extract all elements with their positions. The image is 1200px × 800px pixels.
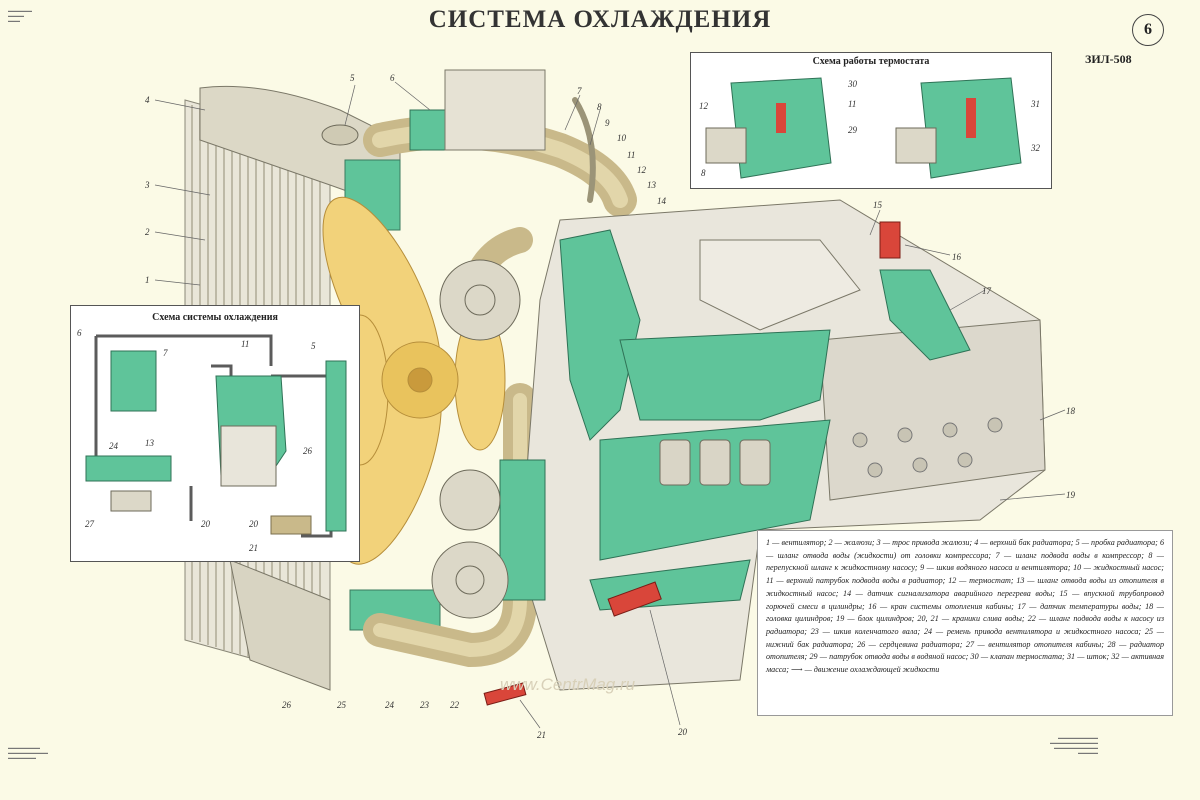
callout-number: 9 bbox=[605, 118, 610, 128]
thermostat-label: 8 bbox=[701, 168, 706, 178]
scheme-label: 13 bbox=[145, 438, 154, 448]
callout-number: 18 bbox=[1066, 406, 1075, 416]
scheme-label: 26 bbox=[303, 446, 312, 456]
leader-lines bbox=[154, 81, 1066, 729]
thermostat-label: 31 bbox=[1031, 99, 1040, 109]
callout-number: 3 bbox=[145, 180, 150, 190]
callout-number: 14 bbox=[657, 196, 666, 206]
callout-number: 5 bbox=[350, 73, 355, 83]
callout-number: 22 bbox=[450, 700, 459, 710]
scheme-label: 20 bbox=[249, 519, 258, 529]
legend-text: 1 — вентилятор; 2 — жалюзи; 3 — трос при… bbox=[757, 530, 1173, 716]
scheme-label: 27 bbox=[85, 519, 94, 529]
callout-number: 24 bbox=[385, 700, 394, 710]
page-number: 6 bbox=[1132, 14, 1164, 46]
callout-number: 26 bbox=[282, 700, 291, 710]
callout-number: 4 bbox=[145, 95, 150, 105]
cooling-scheme-title: Схема системы охлаждения bbox=[152, 312, 278, 323]
scheme-label: 20 bbox=[201, 519, 210, 529]
callout-number: 1 bbox=[145, 275, 150, 285]
thermostat-label: 11 bbox=[848, 99, 857, 109]
callout-number: 13 bbox=[647, 180, 656, 190]
callout-number: 21 bbox=[537, 730, 546, 740]
callout-number: 10 bbox=[617, 133, 626, 143]
callout-number: 19 bbox=[1066, 490, 1075, 500]
callout-number: 11 bbox=[627, 150, 636, 160]
callout-number: 20 bbox=[678, 727, 687, 737]
pulleys bbox=[431, 259, 521, 619]
callout-number: 2 bbox=[145, 227, 150, 237]
scheme-label: 7 bbox=[163, 348, 168, 358]
thermostat-label: 29 bbox=[848, 125, 857, 135]
thermostat-diagram bbox=[705, 77, 1022, 179]
footer-info-left: ▬▬▬▬▬▬▬▬▬▬▬▬▬▬▬▬▬▬▬▬▬▬▬▬▬ bbox=[8, 745, 48, 760]
callout-number: 25 bbox=[337, 700, 346, 710]
watermark-text: www.CentrMag.ru bbox=[500, 675, 636, 694]
thermostat-label: 30 bbox=[848, 79, 857, 89]
thermostat-label: 12 bbox=[699, 101, 708, 111]
callout-number: 17 bbox=[982, 286, 991, 296]
thermostat-label: 32 bbox=[1031, 143, 1040, 153]
publisher-info: ▬▬▬▬▬▬▬▬▬▬▬▬▬ bbox=[8, 8, 32, 23]
callout-number: 15 bbox=[873, 200, 882, 210]
callout-number: 7 bbox=[577, 86, 582, 96]
callout-number: 23 bbox=[420, 700, 429, 710]
callout-number: 6 bbox=[390, 73, 395, 83]
scheme-label: 24 bbox=[109, 441, 118, 451]
cooling-scheme-inset: Схема системы охлаждения 6 7 11 5 24 13 … bbox=[70, 305, 360, 562]
fan bbox=[322, 196, 506, 565]
callout-number: 8 bbox=[597, 102, 602, 112]
callout-number: 12 bbox=[637, 165, 646, 175]
thermostat-scheme-inset: Схема работы термостата 12 30 11 29 8 31… bbox=[690, 52, 1052, 189]
callout-number: 16 bbox=[952, 252, 961, 262]
scheme-label: 21 bbox=[249, 543, 258, 553]
vehicle-model: ЗИЛ-508 bbox=[1085, 52, 1132, 66]
cooling-scheme-diagram bbox=[85, 334, 347, 538]
footer-info-right: ▬▬▬▬▬▬▬▬▬▬▬▬▬▬▬▬▬▬▬▬▬▬▬▬▬▬▬▬▬▬▬▬▬▬▬▬▬▬ bbox=[1050, 735, 1098, 755]
scheme-label: 6 bbox=[77, 328, 82, 338]
thermostat-scheme-title: Схема работы термостата bbox=[812, 56, 930, 67]
page-title: СИСТЕМА ОХЛАЖДЕНИЯ bbox=[428, 6, 772, 33]
engine-block bbox=[409, 69, 1046, 706]
scheme-label: 5 bbox=[311, 341, 316, 351]
scheme-label: 11 bbox=[241, 339, 250, 349]
